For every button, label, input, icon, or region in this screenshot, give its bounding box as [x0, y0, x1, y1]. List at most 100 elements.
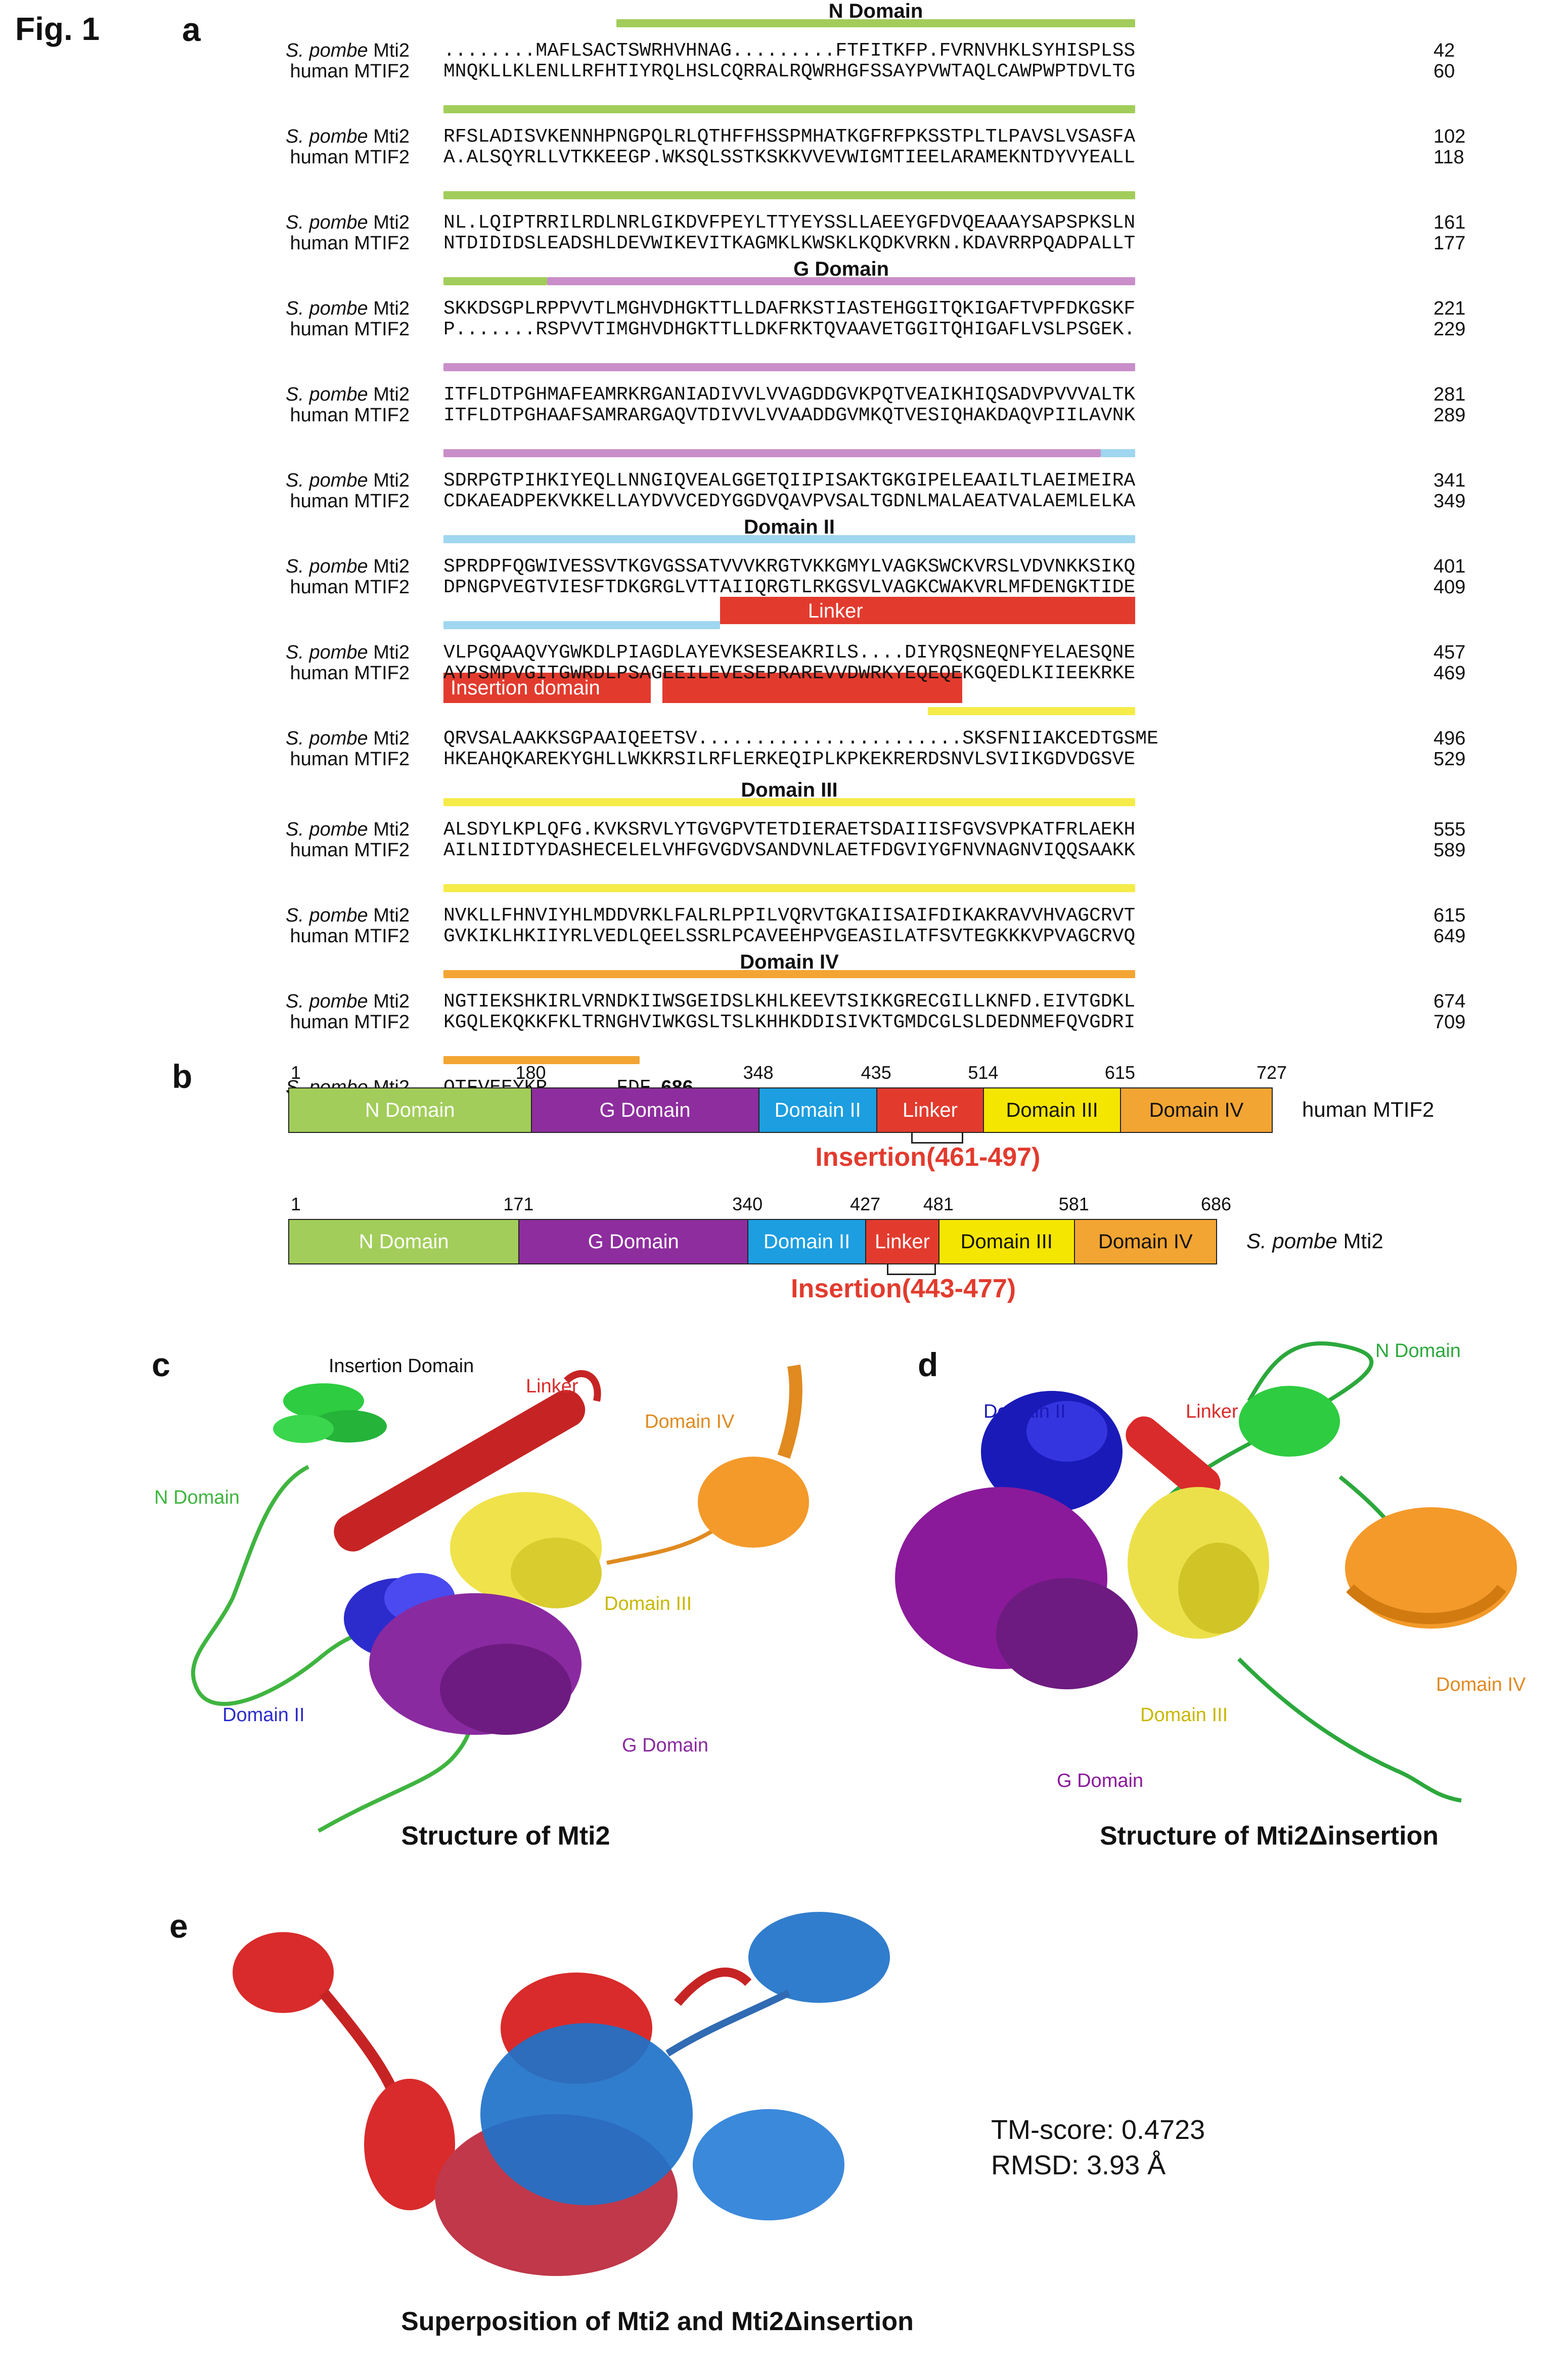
schematic-tick: 514	[968, 1062, 998, 1083]
label-insertion-domain: Insertion Domain	[329, 1355, 474, 1377]
schematic-segment-domain-iv: Domain IV	[1121, 1087, 1273, 1133]
schematic-segment-domain-ii: Domain II	[759, 1087, 877, 1133]
schematic-segment-domain-ii: Domain II	[748, 1219, 866, 1264]
schematic-tick: 427	[850, 1194, 880, 1215]
insertion-label: Insertion(461-497)	[815, 1142, 1040, 1172]
domain-bar-label-d4: Domain IV	[443, 952, 1135, 972]
domain-bar-g	[443, 363, 1135, 371]
label-domain-ii-d: Domain II	[983, 1401, 1066, 1423]
superposition-image	[222, 1902, 956, 2306]
seq-name-human: human MTIF2	[243, 926, 410, 947]
seq-position: 709	[1433, 1012, 1469, 1033]
seq-human: KGQLEKQKKFKLTRNGHVIWKGSLTSLKHHKDDISIVKTG…	[443, 1012, 1135, 1033]
domain-bar-d2	[443, 621, 720, 629]
schematic-segment-g-domain: G Domain	[519, 1219, 748, 1264]
label-g-domain-c: G Domain	[622, 1735, 708, 1757]
caption-c: Structure of Mti2	[303, 1821, 708, 1851]
seq-name-spombe: S. pombe Mti2	[243, 470, 410, 491]
seq-spombe: ........MAFLSACTSWRHVHNAG.........FTFITK…	[443, 40, 1135, 61]
domain-bar-label-d3: Domain III	[443, 780, 1135, 800]
seq-position: 349	[1433, 491, 1469, 512]
seq-name-human: human MTIF2	[243, 491, 410, 512]
seq-name-spombe: S. pombe Mti2	[243, 728, 410, 749]
schematic-name-spombe: S. pombe Mti2	[1246, 1229, 1383, 1253]
domain-bar-d3	[928, 707, 1135, 715]
seq-position: 615	[1433, 905, 1469, 926]
label-g-domain-d: G Domain	[1057, 1770, 1143, 1792]
n-domain-helices	[273, 1383, 387, 1443]
rmsd: RMSD: 3.93 Å	[991, 2150, 1166, 2181]
seq-spombe: NL.LQIPTRRILRDLNRLGIKDVFPEYLTTYEYSSLLAEE…	[443, 212, 1135, 233]
seq-name-human: human MTIF2	[243, 233, 410, 254]
caption-d: Structure of Mti2Δinsertion	[1042, 1821, 1497, 1851]
schematic-tick: 1	[291, 1062, 301, 1083]
seq-position: 102	[1433, 126, 1469, 147]
seq-position: 555	[1433, 819, 1469, 840]
label-domain-iii-c: Domain III	[604, 1593, 692, 1615]
seq-name-human: human MTIF2	[243, 663, 410, 684]
seq-position: 289	[1433, 405, 1469, 426]
schematic-human: N DomainG DomainDomain IILinkerDomain II…	[288, 1087, 1273, 1133]
seq-position: 496	[1433, 728, 1469, 749]
seq-human: MNQKLLKLENLLRFHTIYRQLHSLCQRRALRQWRHGFSSA…	[443, 61, 1135, 82]
schematic-segment-n-domain: N Domain	[289, 1087, 532, 1133]
caption-e: Superposition of Mti2 and Mti2Δinsertion	[253, 2306, 1062, 2337]
seq-human: ITFLDTPGHAAFSAMRARGAQVTDIVVLVVAADDGVMKQT…	[443, 405, 1135, 426]
seq-name-spombe: S. pombe Mti2	[243, 212, 410, 233]
mti2-delta-insertion-structure-image	[885, 1325, 1542, 1821]
schematic-segment-domain-iv: Domain IV	[1075, 1219, 1217, 1264]
seq-name-spombe: S. pombe Mti2	[243, 991, 410, 1012]
g-domain-body	[369, 1593, 581, 1735]
schematic-tick: 180	[516, 1062, 546, 1083]
schematic-name-human: human MTIF2	[1302, 1098, 1434, 1122]
seq-position: 42	[1433, 40, 1469, 61]
seq-human: CDKAEADPEKVKKELLAYDVVCEDYGGDVQAVPVSALTGD…	[443, 491, 1135, 512]
schematic-tick: 348	[743, 1062, 774, 1083]
schematic-segment-linker: Linker	[877, 1087, 984, 1133]
domain-bar-label-g: G Domain	[547, 259, 1135, 279]
mti2-structure-image	[152, 1335, 860, 1841]
schematic-tick: 481	[923, 1194, 954, 1215]
seq-human: HKEAHQKAREKYGHLLWKKRSILRFLERKEQIPLKPKEKR…	[443, 749, 1135, 770]
tm-score: TM-score: 0.4723	[991, 2114, 1205, 2146]
domain-bar-n	[443, 105, 1135, 113]
seq-position: 177	[1433, 233, 1469, 254]
seq-name-spombe: S. pombe Mti2	[243, 126, 410, 147]
seq-position: 281	[1433, 384, 1469, 405]
domain-bar-g	[443, 449, 1101, 457]
seq-name-spombe: S. pombe Mti2	[243, 819, 410, 840]
insertion-label: Insertion(443-477)	[791, 1274, 1016, 1304]
schematic-segment-g-domain: G Domain	[532, 1087, 759, 1133]
seq-position: 401	[1433, 556, 1469, 577]
seq-name-human: human MTIF2	[243, 405, 410, 426]
seq-human: GVKIKLHKIIYRLVEDLQEELSSRLPCAVEEHPVGEASIL…	[443, 926, 1135, 947]
domain-iv-d	[1345, 1507, 1517, 1629]
seq-name-spombe: S. pombe Mti2	[243, 556, 410, 577]
seq-name-human: human MTIF2	[243, 147, 410, 168]
blue-structure	[480, 1912, 890, 2220]
schematic-segment-linker: Linker	[866, 1219, 939, 1264]
label-linker-d: Linker	[1186, 1401, 1238, 1423]
seq-name-spombe: S. pombe Mti2	[243, 298, 410, 319]
seq-spombe: SDRPGTPIHKIYEQLLNNGIQVEALGGETQIIPISAKTGK…	[443, 470, 1135, 491]
seq-position: 469	[1433, 663, 1469, 684]
seq-position: 674	[1433, 991, 1469, 1012]
seq-spombe: ALSDYLKPLQFG.KVKSRVLYTGVGPVTETDIERAETSDA…	[443, 819, 1135, 840]
label-domain-iii-d: Domain III	[1140, 1704, 1228, 1726]
seq-human: DPNGPVEGTVIESFTDKGRGLVTTAIIQRGTLRKGSVLVA…	[443, 577, 1135, 598]
seq-human: AYPSMPVGITGWRDLPSAGEEILEVESEPRAREVVDWRKY…	[443, 663, 1135, 684]
seq-name-spombe: S. pombe Mti2	[243, 905, 410, 926]
seq-spombe: SKKDSGPLRPPVVTLMGHVDHGKTTLLDAFRKSTIASTEH…	[443, 298, 1135, 319]
seq-human: NTDIDIDSLEADSHLDEVWIKEVITKAGMKLKWSKLKQDK…	[443, 233, 1135, 254]
seq-human: AILNIIDTYDASHECELELVHFGVGDVSANDVNLAETFDG…	[443, 840, 1135, 861]
seq-name-human: human MTIF2	[243, 319, 410, 340]
seq-position: 118	[1433, 147, 1469, 168]
seq-name-spombe: S. pombe Mti2	[243, 642, 410, 663]
seq-position: 341	[1433, 470, 1469, 491]
domain-iii-d	[1128, 1487, 1269, 1639]
seq-spombe: QRVSALAAKKSGPAAIQEETSV..................…	[443, 728, 1158, 749]
domain-bar-n	[443, 191, 1135, 199]
schematic-tick: 615	[1105, 1062, 1135, 1083]
seq-position: 529	[1433, 749, 1469, 770]
